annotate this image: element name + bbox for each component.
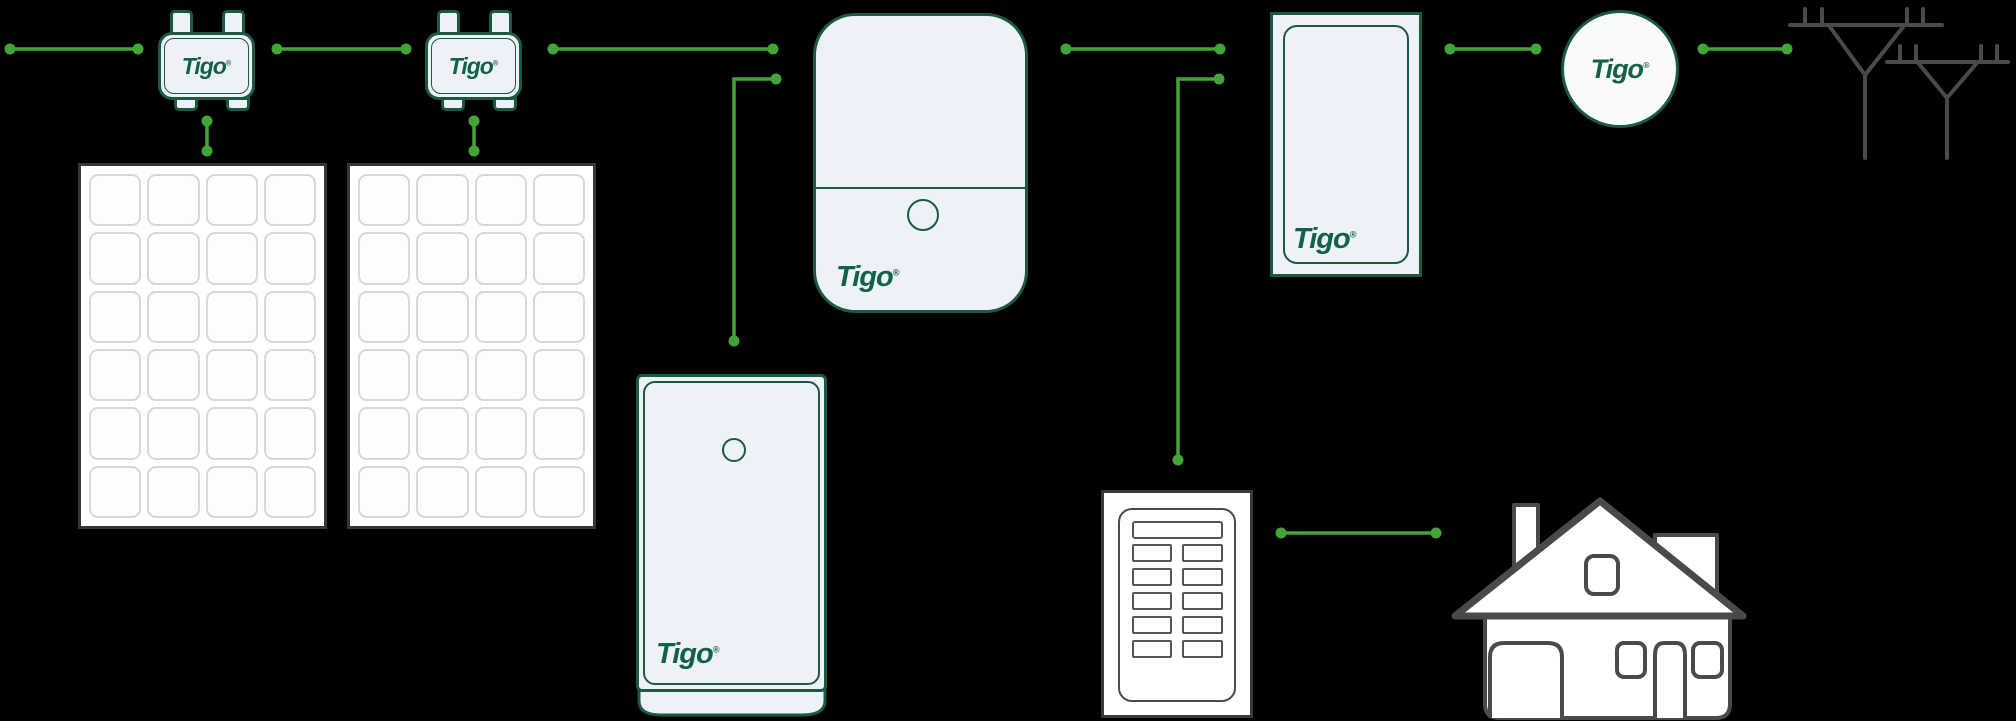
panel-cell xyxy=(205,348,258,402)
optimizer-1-faceplate xyxy=(164,38,249,94)
optimizer-2: Tigo® xyxy=(425,32,522,100)
panel-cell xyxy=(263,290,316,343)
house-window-right xyxy=(1691,641,1724,679)
panel-cell xyxy=(416,290,469,343)
panel-cell xyxy=(416,232,469,285)
house-door xyxy=(1653,641,1687,718)
tigo-logo: Tigo® xyxy=(181,52,232,79)
breaker xyxy=(1182,568,1223,586)
panel-cell xyxy=(205,174,258,227)
panel-cell xyxy=(89,232,142,285)
panel-cell xyxy=(532,232,585,285)
tower-2 xyxy=(1885,44,2010,160)
panel-cell xyxy=(358,348,411,402)
battery-faceplate xyxy=(643,381,820,685)
panel-cell xyxy=(89,465,142,518)
panel-cell xyxy=(147,407,200,460)
panel-cell xyxy=(263,348,316,402)
panel-cell xyxy=(532,174,585,227)
optimizer-2-faceplate xyxy=(431,38,516,94)
panel-cell xyxy=(263,174,316,227)
panel-cell xyxy=(532,290,585,343)
panel-cell xyxy=(416,348,469,402)
battery: Tigo® xyxy=(636,374,827,692)
solar-panel-2 xyxy=(347,163,596,529)
utility-meter xyxy=(1101,490,1253,718)
solar-panel-1 xyxy=(78,163,327,529)
panel-cell xyxy=(147,290,200,343)
panel-cell xyxy=(474,407,527,460)
cloud-monitoring: Tigo® xyxy=(1561,10,1679,128)
breaker xyxy=(1132,544,1172,562)
power-grid-towers-icon xyxy=(1788,7,2010,160)
panel-cell xyxy=(358,232,411,285)
tigo-logo: Tigo® xyxy=(1590,53,1650,84)
breaker xyxy=(1182,640,1223,658)
panel-cell xyxy=(416,465,469,518)
breaker xyxy=(1182,616,1223,634)
panel-cell xyxy=(147,348,200,402)
panel-cell xyxy=(358,407,411,460)
panel-cell xyxy=(147,232,200,285)
panel-cell xyxy=(532,348,585,402)
breaker xyxy=(1132,616,1172,634)
panel-cell xyxy=(474,348,527,402)
panel-cell xyxy=(205,407,258,460)
breaker xyxy=(1132,640,1172,658)
panel-cell xyxy=(205,232,258,285)
panel-cell xyxy=(358,290,411,343)
panel-cell xyxy=(263,465,316,518)
system-controller-faceplate xyxy=(1283,25,1409,264)
system-controller: Tigo® xyxy=(1270,12,1422,277)
panel-cell xyxy=(205,465,258,518)
panel-cell xyxy=(416,174,469,227)
meter-display xyxy=(1132,521,1223,539)
tigo-logo: Tigo® xyxy=(448,52,499,79)
house-window-left xyxy=(1615,641,1647,679)
panel-cell xyxy=(474,290,527,343)
panel-cell xyxy=(416,407,469,460)
garage-door xyxy=(1488,641,1564,718)
connection-lines xyxy=(4,43,1793,539)
gable-window xyxy=(1584,554,1620,596)
meter-breakers xyxy=(1132,544,1223,658)
tigo-logo: Tigo® xyxy=(656,638,720,670)
inverter-button xyxy=(907,199,939,231)
house-icon xyxy=(1451,497,1747,720)
panel-cell xyxy=(147,174,200,227)
breaker xyxy=(1182,592,1223,610)
panel-cell xyxy=(89,174,142,227)
breaker xyxy=(1132,592,1172,610)
panel-cell xyxy=(358,465,411,518)
panel-cell xyxy=(147,465,200,518)
panel-cell xyxy=(358,174,411,227)
battery-button xyxy=(722,438,746,462)
panel-cell xyxy=(89,348,142,402)
breaker xyxy=(1182,544,1223,562)
tower-1 xyxy=(1788,7,1944,160)
breaker xyxy=(1132,568,1172,586)
panel-cell xyxy=(474,465,527,518)
panel-cell xyxy=(89,407,142,460)
utility-meter-panel xyxy=(1118,508,1236,702)
inverter-divider xyxy=(816,187,1025,189)
optimizer-1: Tigo® xyxy=(158,32,255,100)
battery-base xyxy=(637,688,827,717)
panel-cell xyxy=(532,407,585,460)
panel-cell xyxy=(263,407,316,460)
tigo-logo: Tigo® xyxy=(1293,223,1357,255)
panel-cell xyxy=(474,232,527,285)
panel-cell xyxy=(532,465,585,518)
panel-cell xyxy=(263,232,316,285)
panel-cell xyxy=(89,290,142,343)
inverter: Tigo® xyxy=(813,13,1028,313)
panel-cell xyxy=(205,290,258,343)
tigo-logo: Tigo® xyxy=(836,261,900,293)
panel-cell xyxy=(474,174,527,227)
